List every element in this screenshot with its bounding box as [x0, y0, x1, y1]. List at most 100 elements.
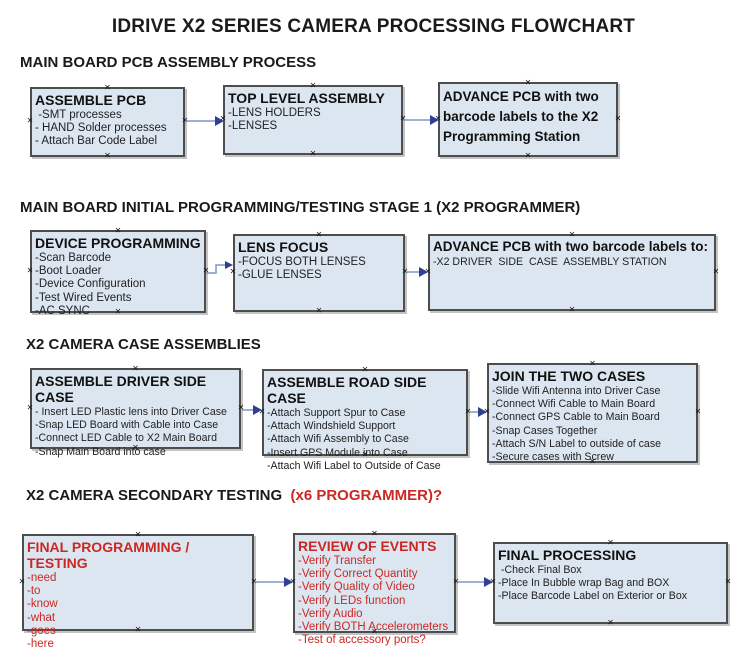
arrow-elbow-icon	[206, 257, 234, 284]
connector-handle-icon: ✕	[181, 116, 189, 125]
box-assemble-pcb: ASSEMBLE PCB -SMT processes- HAND Solder…	[27, 83, 189, 160]
section-heading-case-assemblies: X2 CAMERA CASE ASSEMBLIES	[26, 336, 261, 353]
box-item: -Snap Main Board into case	[35, 445, 166, 458]
connector-handle-icon: ✕	[371, 529, 378, 538]
box-item: -need	[27, 572, 57, 584]
connector-handle-icon: ✕	[18, 576, 26, 586]
box-item: - HAND Solder processes	[35, 122, 167, 135]
connector-handle-icon: ✕	[309, 81, 317, 90]
box-review-of-events: REVIEW OF EVENTS-Verify Transfer-Verify …	[290, 529, 460, 647]
arrow-right-icon	[186, 113, 224, 134]
connector-handle-icon: ✕	[134, 530, 142, 539]
section-heading-secondary-testing-black: X2 CAMERA SECONDARY TESTING	[26, 487, 291, 504]
arrow-right-icon	[406, 264, 428, 285]
connector-handle-icon: ✕	[315, 306, 323, 315]
box-item: -Slide Wifi Antenna into Driver Case	[492, 385, 661, 397]
box-item: -Attach Support Spur to Case	[267, 407, 406, 419]
box-advance-pcb-to-driver-side-case: ADVANCE PCB with two barcode labels to: -…	[425, 230, 720, 314]
box-item: -X2 DRIVER SIDE CASE ASSEMBLY STATION	[433, 256, 667, 268]
box-item: -Insert GPS Module into Case	[267, 446, 408, 459]
connector-handle-icon: ✕	[694, 407, 702, 416]
box-item: -Snap Cases Together	[492, 424, 598, 437]
connector-handle-icon: ✕	[258, 406, 266, 416]
connector-handle-icon: ✕	[132, 364, 139, 373]
connector-handle-icon: ✕	[132, 443, 139, 452]
box-item: -Attach Wifi Label to Outside of Case	[267, 459, 441, 472]
box-item: -Connect Wifi Cable to Main Board	[492, 398, 656, 411]
box-final-programming-testing: FINAL PROGRAMMING / TESTING-need-to-know…	[19, 530, 258, 651]
box-item: -GLUE LENSES	[238, 269, 322, 282]
box-item: -Place In Bubble wrap Bag and BOX	[498, 577, 670, 590]
box-item: -AC SYNC	[35, 304, 90, 317]
arrow-right-icon	[457, 574, 493, 595]
connector-handle-icon: ✕	[219, 114, 227, 123]
connector-handle-icon: ✕	[114, 307, 122, 316]
box-item: -Check Final Box	[498, 564, 582, 576]
connector-handle-icon: ✕	[589, 457, 596, 466]
box-heading: ADVANCE PCB with two barcode labels to t…	[443, 89, 603, 144]
connector-handle-icon: ✕	[568, 305, 576, 314]
box-heading: ASSEMBLE DRIVER SIDE CASE	[35, 373, 211, 405]
box-join-the-two-cases: JOIN THE TWO CASES-Slide Wifi Antenna in…	[484, 359, 702, 466]
section-heading-secondary-testing: X2 CAMERA SECONDARY TESTING (x6 PROGRAMM…	[26, 487, 442, 504]
box-item: -LENSES	[228, 120, 278, 133]
box-item: -goes	[27, 624, 56, 637]
connector-handle-icon: ✕	[424, 266, 432, 276]
box-item: -Test Wired Events	[35, 291, 132, 304]
connector-handle-icon: ✕	[489, 577, 497, 586]
box-assemble-road-side-case: ASSEMBLE ROAD SIDE CASE-Attach Support S…	[259, 366, 472, 472]
connector-handle-icon: ✕	[361, 450, 369, 459]
connector-handle-icon: ✕	[229, 267, 237, 276]
box-heading: REVIEW OF EVENTS	[298, 538, 437, 554]
box-item: - Attach Bar Code Label	[35, 135, 158, 148]
box-item: -here	[27, 638, 54, 651]
connector-handle-icon: ✕	[464, 406, 472, 416]
box-heading: ADVANCE PCB with two barcode labels to:	[433, 239, 709, 254]
box-heading: ASSEMBLE ROAD SIDE CASE	[267, 374, 431, 406]
connector-handle-icon: ✕	[26, 402, 34, 412]
section-heading-initial-programming: MAIN BOARD INITIAL PROGRAMMING/TESTING S…	[20, 199, 581, 216]
box-top-level-assembly: TOP LEVEL ASSEMBLY-LENS HOLDERS-LENSES✕✕…	[220, 81, 407, 158]
box-heading: ASSEMBLE PCB	[35, 92, 147, 108]
box-item: -Connect LED Cable to X2 Main Board	[35, 432, 217, 445]
box-item: -Verify BOTH Accelerometers	[298, 621, 449, 634]
connector-handle-icon: ✕	[371, 627, 378, 636]
connector-handle-icon: ✕	[401, 267, 409, 276]
connector-handle-icon: ✕	[250, 576, 258, 586]
connector-handle-icon: ✕	[434, 113, 442, 123]
box-advance-pcb-to-programming-station: ADVANCE PCB with two barcode labels to t…	[435, 78, 622, 160]
connector-handle-icon: ✕	[524, 78, 532, 87]
box-assemble-driver-side-case: ASSEMBLE DRIVER SIDE CASE- Insert LED Pl…	[27, 364, 245, 458]
arrow-right-icon	[403, 112, 439, 133]
box-final-processing: FINAL PROCESSING -Check Final Box-Place …	[490, 539, 732, 627]
box-item: -what	[27, 611, 56, 624]
box-item: -Connect GPS Cable to Main Board	[492, 411, 660, 424]
box-item: -know	[27, 598, 58, 611]
connector-handle-icon: ✕	[452, 577, 460, 586]
arrow-right-icon	[469, 404, 487, 425]
connector-handle-icon: ✕	[712, 266, 720, 276]
box-item: -SMT processes	[35, 109, 122, 121]
box-device-programming: DEVICE PROGRAMMING-Scan Barcode-Boot Loa…	[27, 227, 210, 317]
box-item: -LENS HOLDERS	[228, 107, 321, 119]
connector-handle-icon: ✕	[568, 230, 576, 239]
box-item: -Device Configuration	[35, 278, 146, 291]
box-item: -Scan Barcode	[35, 252, 112, 264]
connector-handle-icon: ✕	[134, 625, 142, 634]
box-heading: LENS FOCUS	[238, 239, 329, 255]
connector-handle-icon: ✕	[104, 83, 111, 92]
connector-handle-icon: ✕	[589, 359, 596, 368]
connector-handle-icon: ✕	[315, 230, 323, 239]
box-heading: TOP LEVEL ASSEMBLY	[228, 90, 385, 106]
connector-handle-icon: ✕	[614, 113, 622, 123]
section-heading-secondary-testing-red: (x6 PROGRAMMER)?	[290, 487, 443, 504]
box-lens-focus: LENS FOCUS-FOCUS BOTH LENSES-GLUE LENSES…	[230, 230, 409, 315]
connector-handle-icon: ✕	[289, 577, 297, 586]
connector-handle-icon: ✕	[309, 149, 317, 158]
connector-handle-icon: ✕	[483, 407, 491, 416]
connector-handle-icon: ✕	[237, 402, 245, 412]
box-item: -Attach S/N Label to outside of case	[492, 437, 662, 450]
box-item: -Verify LEDs function	[298, 594, 406, 607]
arrow-right-icon	[242, 402, 262, 423]
